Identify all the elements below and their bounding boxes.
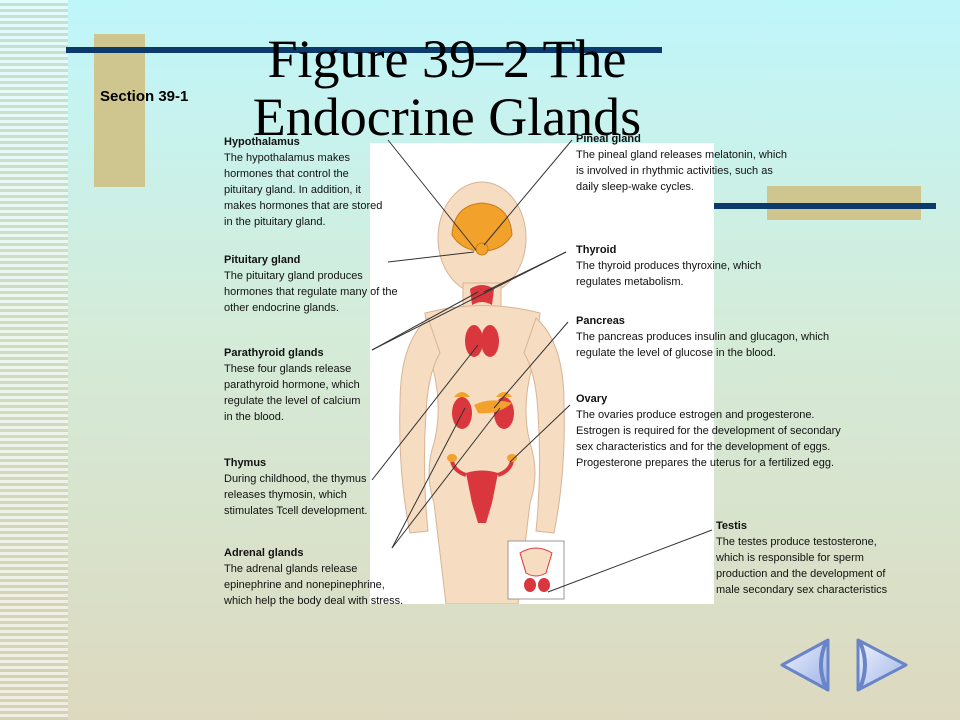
gland-label-adrenal: Adrenal glands The adrenal glands releas… bbox=[224, 545, 403, 609]
title-line-1: Figure 39–2 The bbox=[267, 29, 627, 89]
gland-name: Pituitary gland bbox=[224, 254, 301, 266]
gland-label-thyroid: Thyroid The thyroid produces thyroxine, … bbox=[576, 242, 761, 290]
title-line-2: Endocrine Glands bbox=[252, 87, 642, 147]
gland-label-pancreas: Pancreas The pancreas produces insulin a… bbox=[576, 313, 829, 361]
gland-label-testis: Testis The testes produce testosterone, … bbox=[716, 518, 887, 598]
gland-name: Pineal gland bbox=[576, 133, 641, 145]
next-slide-button[interactable] bbox=[852, 636, 912, 694]
gland-description: The pancreas produces insulin and glucag… bbox=[576, 331, 830, 359]
gland-name: Thyroid bbox=[576, 244, 617, 256]
gland-description: The pineal gland releases melatonin, whi… bbox=[576, 149, 787, 193]
section-label: Section 39-1 bbox=[100, 88, 189, 105]
gland-description: These four glands release parathyroid ho… bbox=[224, 363, 361, 423]
gland-description: The adrenal glands release epinephrine a… bbox=[224, 563, 404, 607]
thyroid-shape bbox=[470, 285, 494, 305]
back-arrow-icon bbox=[780, 638, 830, 692]
gland-name: Parathyroid glands bbox=[224, 347, 324, 359]
body-figure-panel bbox=[370, 143, 714, 605]
gland-description: The ovaries produce estrogen and progest… bbox=[576, 409, 841, 469]
gland-label-pituitary: Pituitary gland The pituitary gland prod… bbox=[224, 252, 398, 316]
pituitary-shape bbox=[475, 242, 489, 256]
previous-slide-button[interactable] bbox=[776, 636, 836, 694]
thymus-right-lobe bbox=[481, 325, 499, 357]
gland-name: Adrenal glands bbox=[224, 547, 304, 559]
gland-name: Pancreas bbox=[576, 315, 625, 327]
ovary-left bbox=[447, 454, 457, 462]
ovary-right bbox=[507, 454, 517, 462]
decorative-stripes bbox=[0, 0, 68, 720]
gland-name: Hypothalamus bbox=[224, 136, 300, 148]
gland-name: Thymus bbox=[224, 457, 267, 469]
gland-label-parathyroid: Parathyroid glands These four glands rel… bbox=[224, 345, 360, 425]
gland-label-hypothalamus: Hypothalamus The hypothalamus makes horm… bbox=[224, 134, 382, 230]
body-illustration bbox=[399, 181, 565, 605]
next-arrow-icon bbox=[856, 638, 908, 692]
slide-title: Figure 39–2 The Endocrine Glands bbox=[232, 30, 662, 146]
decorative-rule-top bbox=[66, 47, 662, 53]
gland-description: The pituitary gland produces hormones th… bbox=[224, 270, 398, 314]
gland-description: During childhood, the thymus releases th… bbox=[224, 473, 368, 517]
gland-label-thymus: Thymus During childhood, the thymus rele… bbox=[224, 455, 367, 519]
gland-name: Ovary bbox=[576, 393, 608, 405]
gland-description: The testes produce testosterone, which i… bbox=[716, 536, 888, 596]
gland-label-pineal: Pineal gland The pineal gland releases m… bbox=[576, 131, 787, 195]
gland-description: The thyroid produces thyroxine, which re… bbox=[576, 260, 762, 288]
kidney-left bbox=[452, 397, 472, 429]
testis-inset-illustration bbox=[519, 547, 553, 577]
gland-label-ovary: Ovary The ovaries produce estrogen and p… bbox=[576, 391, 841, 471]
thymus-left-lobe bbox=[465, 325, 483, 357]
decorative-tan-block-left bbox=[94, 34, 145, 187]
gland-description: The hypothalamus makes hormones that con… bbox=[224, 152, 383, 228]
gland-name: Testis bbox=[716, 520, 747, 532]
decorative-rule-right bbox=[655, 203, 936, 209]
